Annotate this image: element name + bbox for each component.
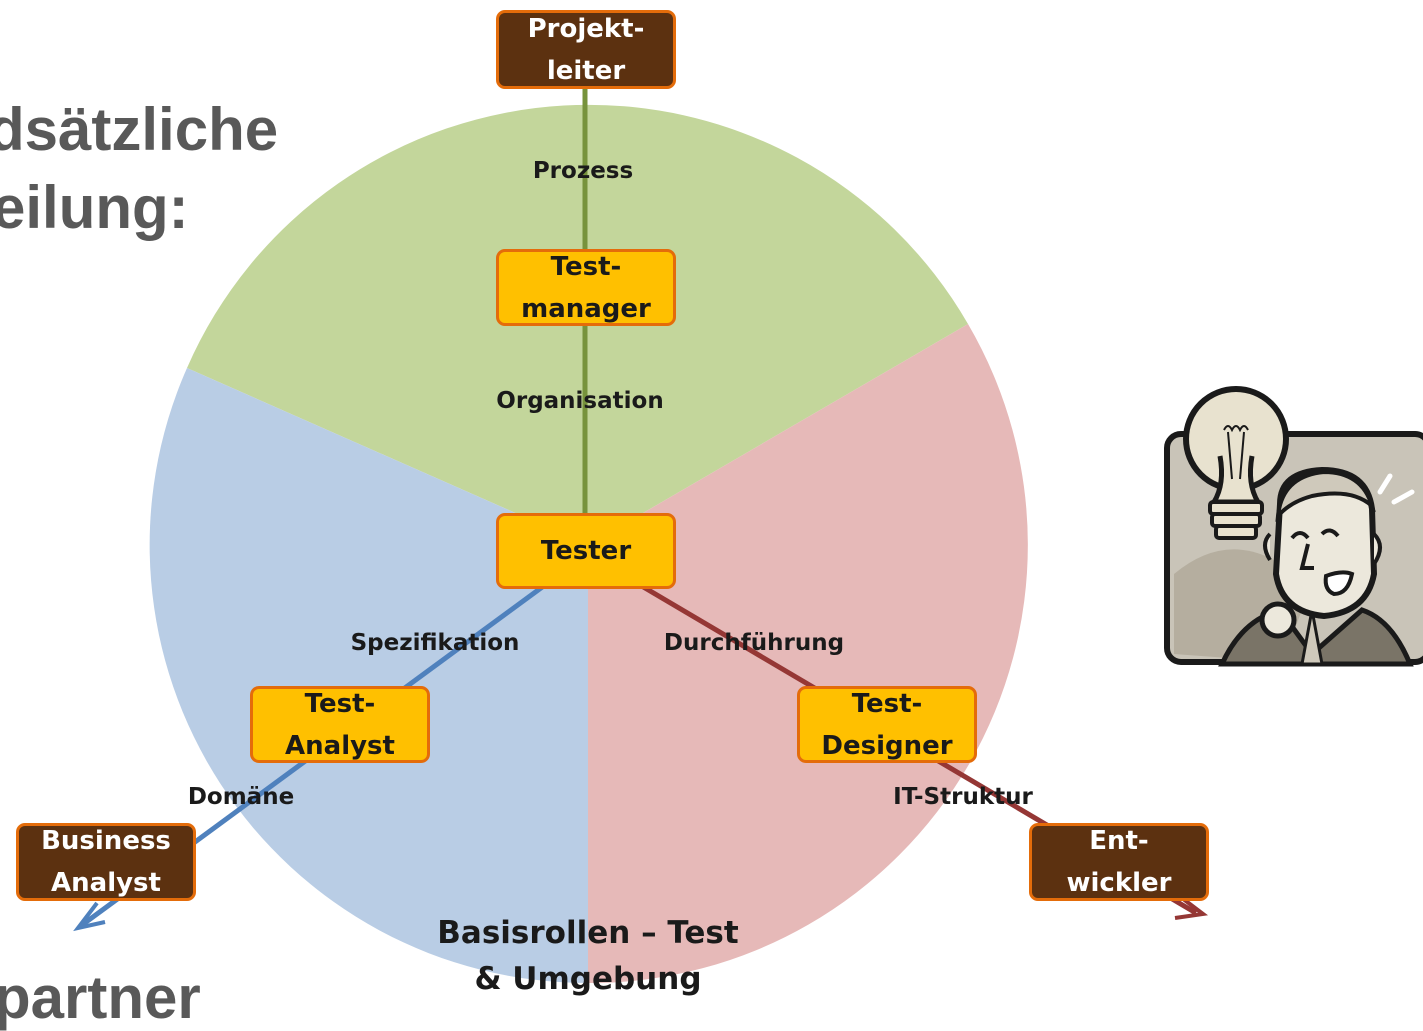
slide-heading-line2: eilung: bbox=[0, 174, 189, 241]
edge-label-durchfuehrung: Durchführung bbox=[663, 630, 845, 656]
role-test-designer: Test-Designer bbox=[797, 686, 977, 763]
role-test-analyst: Test-Analyst bbox=[250, 686, 430, 763]
idea-lightbulb-businessman-icon bbox=[1164, 386, 1423, 667]
edge-label-spezifikation: Spezifikation bbox=[350, 630, 520, 656]
diagram-caption: Basisrollen – Test & Umgebung bbox=[437, 915, 739, 997]
edge-label-organisation: Organisation bbox=[496, 388, 664, 414]
role-projektleiter: Projekt-leiter bbox=[496, 10, 676, 89]
role-tester: Tester bbox=[496, 513, 676, 589]
domain-arrowhead bbox=[73, 901, 106, 932]
edge-label-prozess: Prozess bbox=[532, 158, 634, 184]
slide-heading-line1: dsätzliche bbox=[0, 96, 279, 163]
edge-label-domaene: Domäne bbox=[187, 784, 295, 810]
sector-specification-blue bbox=[149, 368, 588, 984]
role-entwickler: Ent-wickler bbox=[1029, 823, 1209, 901]
role-testmanager: Test-manager bbox=[496, 249, 676, 326]
it-structure-arrowhead bbox=[1174, 893, 1209, 920]
sector-execution-red bbox=[588, 324, 1028, 984]
edge-label-it-struktur: IT-Struktur bbox=[893, 784, 1033, 810]
role-wheel-diagram bbox=[73, 84, 1209, 984]
